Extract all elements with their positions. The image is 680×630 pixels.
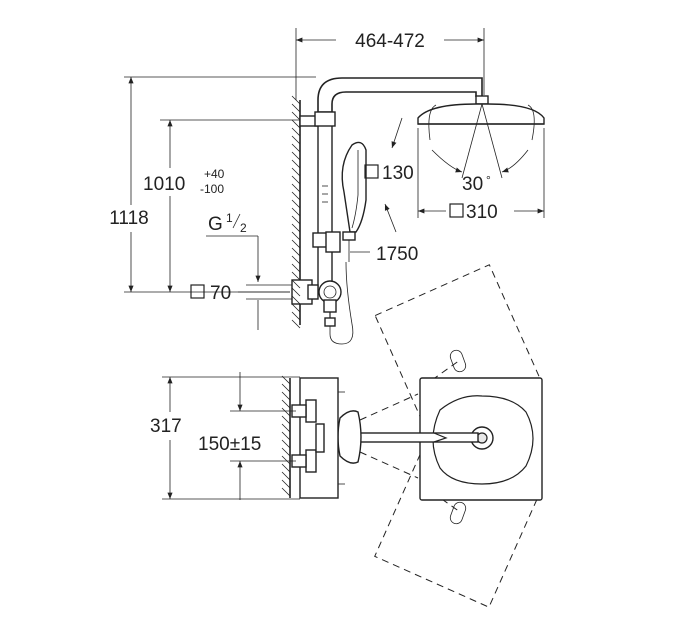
hatch-line [281, 455, 291, 465]
dim-hose-length-text: 1750 [376, 244, 418, 265]
hatch-line [291, 103, 301, 113]
dim-overall-height: 1118 [109, 76, 316, 293]
shower-head [417, 95, 545, 179]
hatch-line [281, 383, 291, 393]
hatch-line [291, 319, 301, 329]
hatch-line [281, 391, 291, 401]
hatch-line [281, 407, 291, 417]
hatch-line [291, 255, 301, 265]
dim-arm-projection-text: 464-472 [355, 31, 425, 52]
hatch-line [281, 463, 291, 473]
hatch-line [291, 303, 301, 313]
dim-head-height-plus: +40 [204, 167, 225, 181]
hatch-line [291, 295, 301, 305]
dim-head-tilt-text: 30 [462, 174, 483, 195]
dim-head-square: 310 [417, 128, 545, 223]
shower-rail [299, 77, 483, 293]
dim-hand-shower-square: 130 [364, 117, 414, 233]
hatch-line [281, 431, 291, 441]
hatch-line [291, 119, 301, 129]
dim-head-height: 1010 +40 -100 [143, 119, 300, 292]
hatch-line [291, 135, 301, 145]
dim-depth-text: 317 [150, 416, 182, 437]
hatch-line [291, 151, 301, 161]
dim-centres-text: 150±15 [198, 434, 261, 455]
hatch-line [281, 399, 291, 409]
hatch-line [291, 191, 301, 201]
hatch-line [281, 415, 291, 425]
plan-view [281, 264, 543, 608]
hatch-line [291, 215, 301, 225]
hatch-line [291, 127, 301, 137]
dim-hose-length: 1750 [350, 244, 418, 265]
dim-thread: G 1 2 [206, 211, 292, 330]
hand-shower [341, 141, 367, 262]
hatch-line [281, 439, 291, 449]
hatch-line [291, 223, 301, 233]
dim-depth: 317 [150, 376, 300, 500]
hatch-line [291, 183, 301, 193]
hatch-line [291, 207, 301, 217]
hatch-line [291, 167, 301, 177]
hatch-line [291, 263, 301, 273]
hatch-line [281, 447, 291, 457]
hatch-line [291, 111, 301, 121]
hatch-line [291, 311, 301, 321]
thread-denominator: 2 [240, 221, 247, 235]
dim-overall-height-text: 1118 [109, 208, 148, 229]
hatch-line [291, 199, 301, 209]
hatch-line [281, 487, 291, 497]
hatch-line [291, 159, 301, 169]
dim-head-tilt-degree: ° [486, 173, 491, 187]
dim-head-square-text: 310 [466, 202, 498, 223]
hatch-line [291, 279, 301, 289]
thread-prefix: G [208, 214, 223, 235]
dim-head-tilt: 30 ° [462, 173, 491, 195]
hatch-line [291, 239, 301, 249]
hatch-line [281, 479, 291, 489]
hatch-line [291, 231, 301, 241]
dim-connection-square: 70 [190, 283, 290, 304]
hatch-line [291, 287, 301, 297]
hatch-line [281, 423, 291, 433]
dim-connection-square-text: 70 [210, 283, 231, 304]
dim-hand-shower-square-text: 130 [382, 163, 414, 184]
mixer-body [291, 261, 354, 345]
hatch-line [291, 143, 301, 153]
wall-hatch-lines [291, 95, 301, 329]
dim-centres: 150±15 [198, 372, 296, 500]
dim-head-height-minus: -100 [200, 182, 224, 196]
hatch-line [291, 271, 301, 281]
hatch-line [291, 247, 301, 257]
hatch-line [281, 471, 291, 481]
dim-head-height-text: 1010 [143, 174, 185, 195]
hatch-line [291, 175, 301, 185]
dim-arm-projection: 464-472 [295, 28, 485, 100]
side-view [291, 77, 545, 345]
thread-numerator: 1 [226, 211, 233, 225]
